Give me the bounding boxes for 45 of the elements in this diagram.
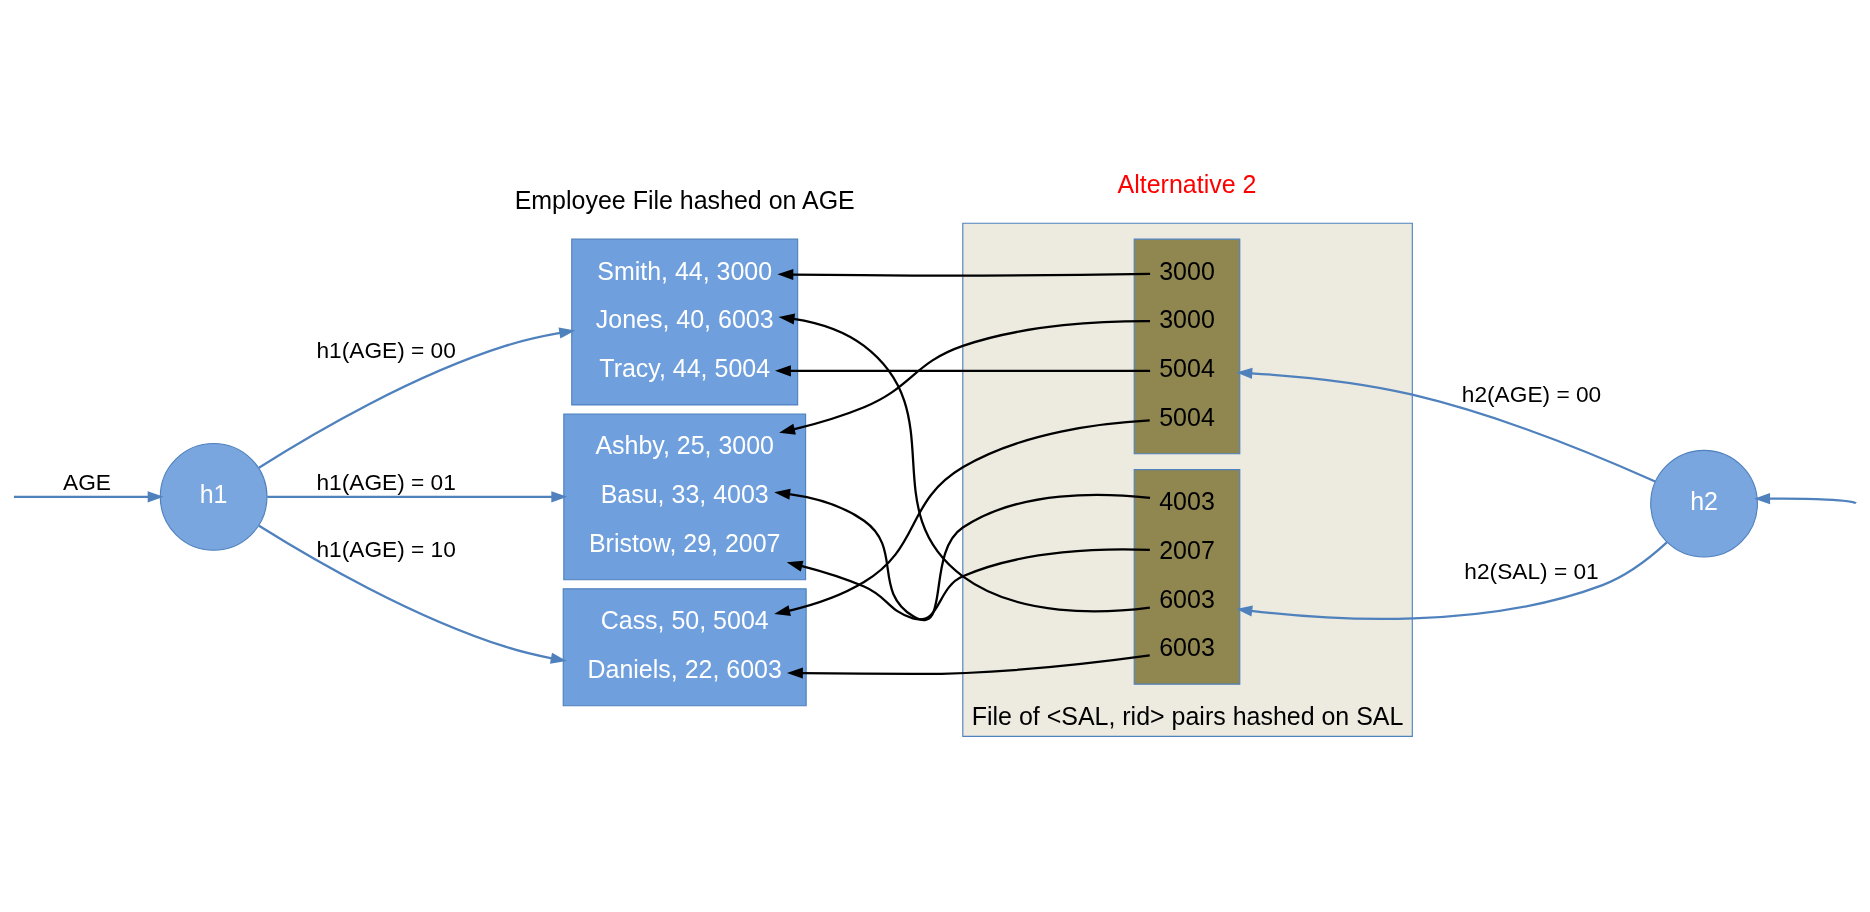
node-circle: h2 [1650, 449, 1758, 558]
edge-label: AGE [63, 469, 112, 496]
edge-label: h1(AGE) = 00 [316, 337, 456, 364]
node-text: 3000 [1159, 305, 1215, 334]
node-text: 3000 [1159, 256, 1215, 285]
cluster [562, 588, 807, 707]
arrow [267, 491, 568, 503]
node-text: 4003 [1159, 487, 1215, 516]
node-label: File of <SAL, rid> pairs hashed on SAL [971, 701, 1404, 730]
node-text: Ashby, 25, 3000 [595, 431, 775, 460]
arrow [777, 268, 1151, 281]
edge-label: h1(AGE) = 01 [316, 469, 456, 496]
edge-label: h2(AGE) = 00 [1461, 380, 1602, 407]
node-text: Smith, 44, 3000 [597, 256, 773, 285]
cluster [962, 222, 1413, 737]
arrow [774, 488, 1151, 621]
arrow [775, 365, 1151, 377]
node-text: Jones, 40, 6003 [595, 305, 774, 334]
node-circle: h1 [159, 442, 268, 551]
node-text: Daniels, 22, 6003 [587, 655, 782, 684]
node-text: 6003 [1159, 633, 1215, 662]
node-text: Bristow, 29, 2007 [588, 529, 781, 558]
arrow [774, 419, 1150, 617]
arrow [786, 548, 1150, 621]
arrow [258, 327, 576, 469]
arrow [258, 524, 567, 664]
node-text: 2007 [1159, 535, 1215, 564]
cluster [1133, 238, 1241, 455]
cluster [1133, 469, 1241, 685]
node-text: 5004 [1159, 354, 1215, 383]
arrow [1236, 367, 1656, 483]
label: Alternative 2 [1117, 170, 1257, 199]
arrow [778, 313, 1150, 613]
arrow [1754, 493, 1857, 505]
node-text: 5004 [1159, 403, 1215, 432]
node-text: Cass, 50, 5004 [600, 606, 769, 635]
node-text: Basu, 33, 4003 [600, 480, 769, 509]
arrow [779, 319, 1151, 435]
arrow [1236, 541, 1668, 621]
node-text: Tracy, 44, 5004 [599, 354, 771, 383]
edge-label: h1(AGE) = 10 [316, 536, 456, 563]
arrow [14, 491, 164, 503]
label: Employee File hashed on AGE [514, 186, 855, 215]
node-text: 6003 [1159, 584, 1215, 613]
edge-label: h2(SAL) = 01 [1464, 557, 1599, 584]
